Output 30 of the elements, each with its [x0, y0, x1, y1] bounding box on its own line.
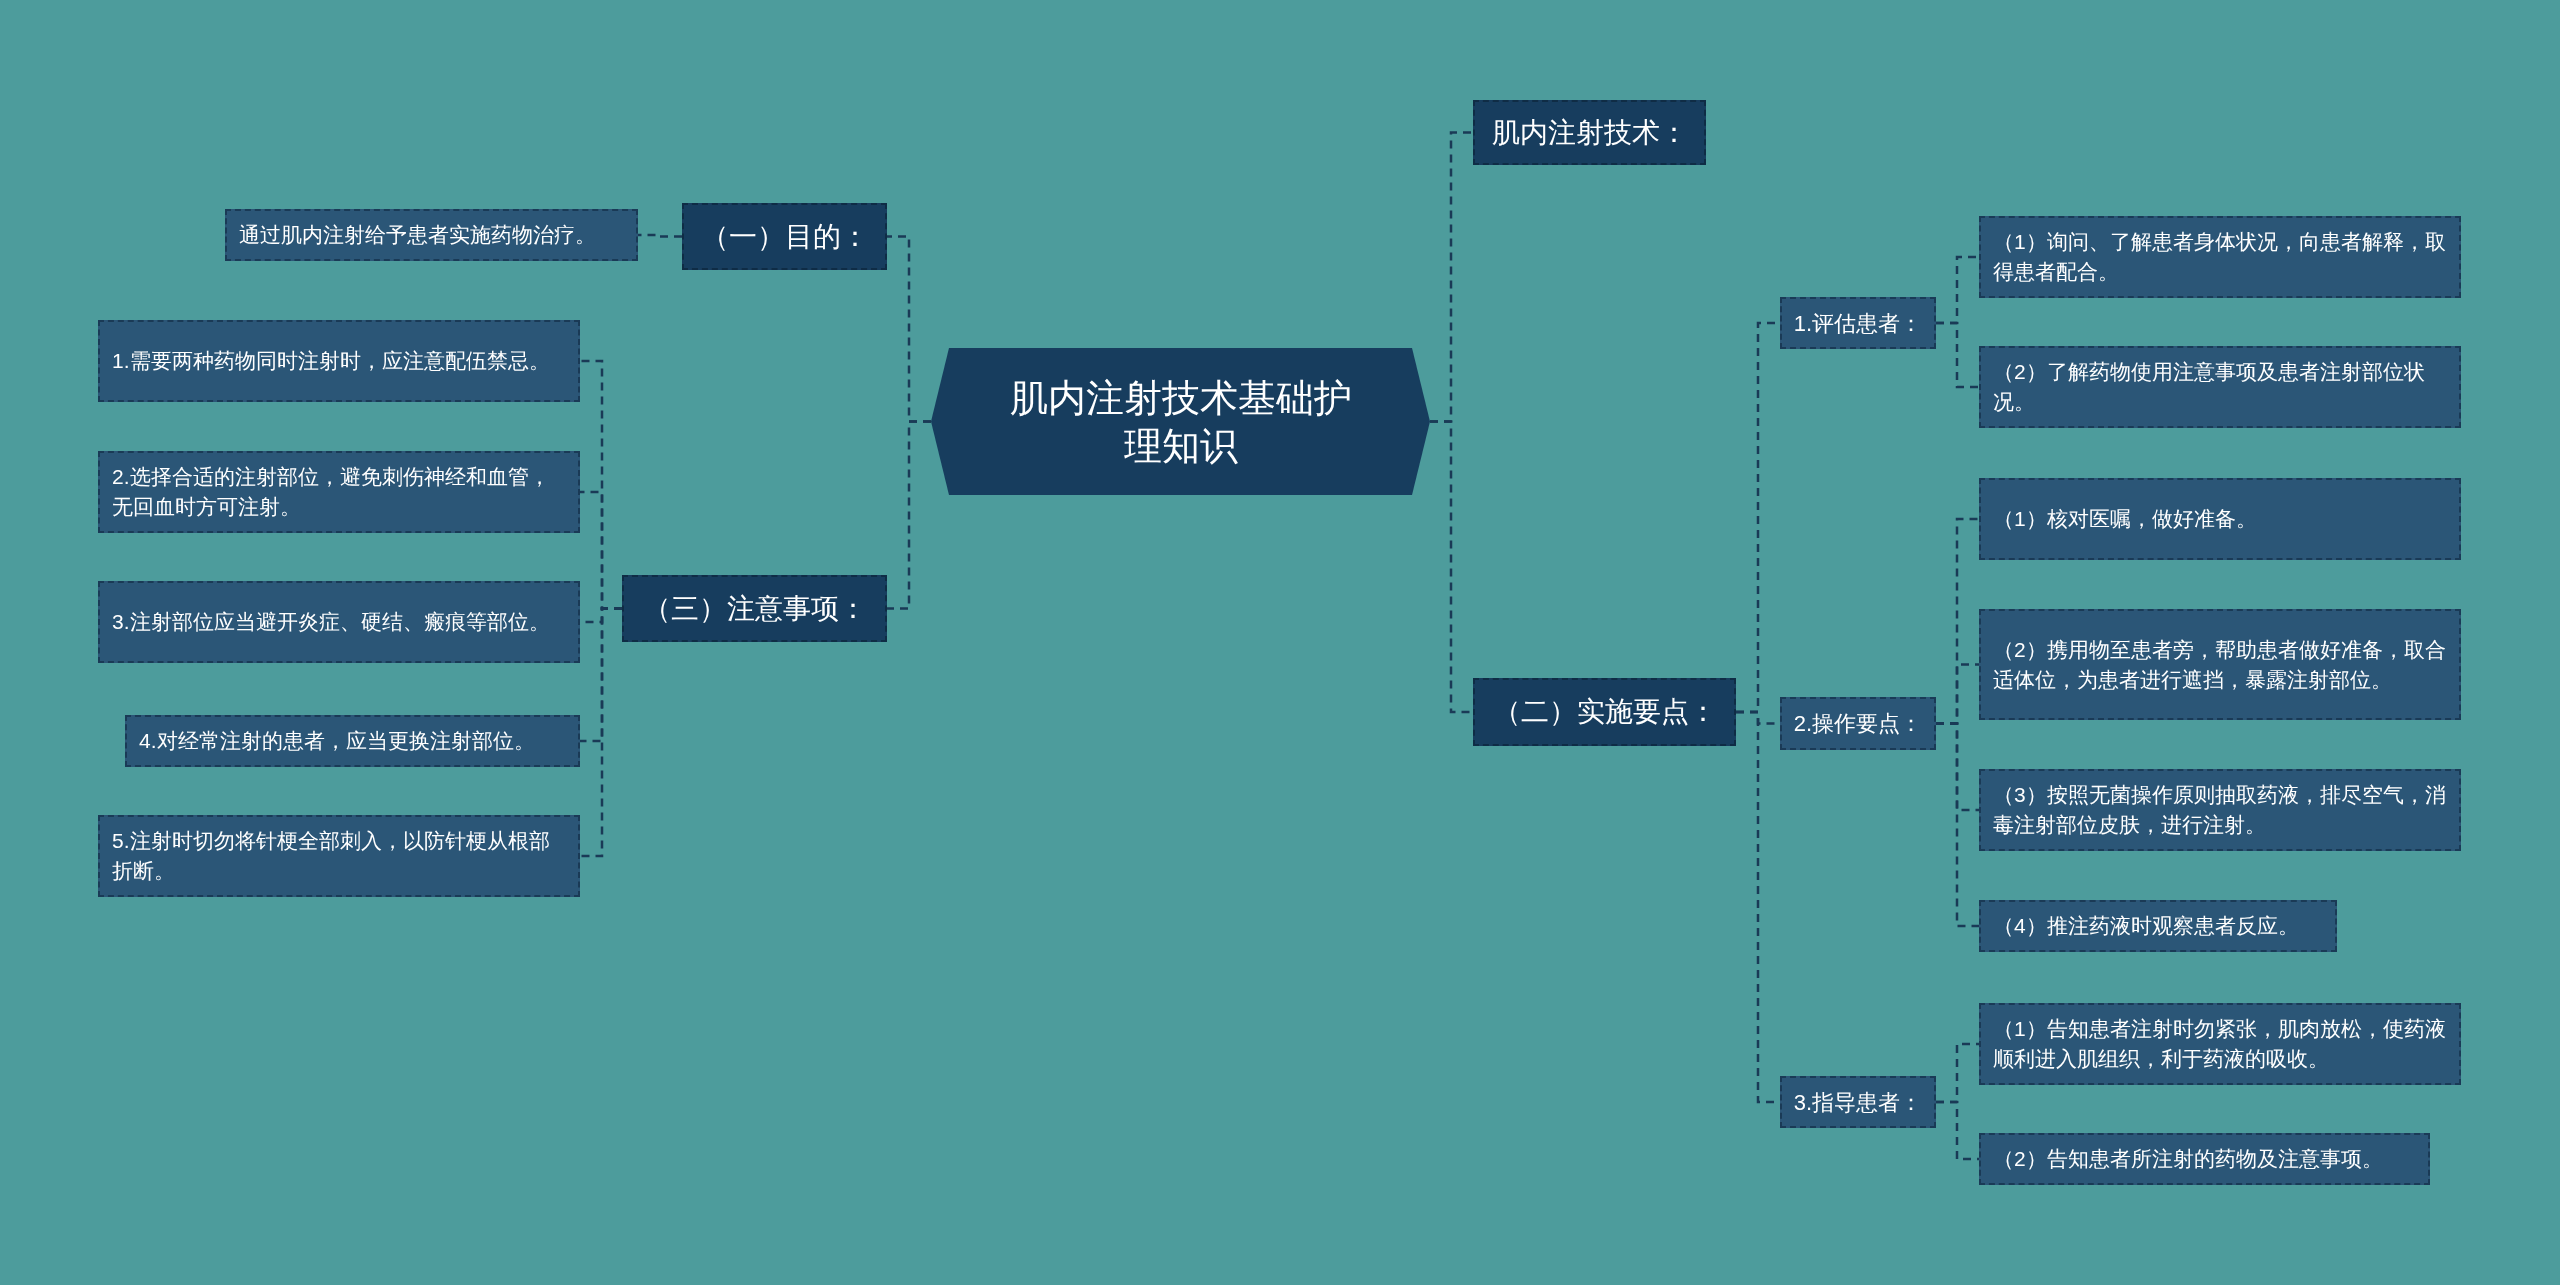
connector-line — [1936, 1100, 1979, 1161]
detail-box: 1.需要两种药物同时注射时，应注意配伍禁忌。 — [98, 320, 580, 402]
detail-box: （2）了解药物使用注意事项及患者注射部位状况。 — [1979, 346, 2461, 428]
connector-line — [1936, 321, 1979, 389]
detail-box: 5.注射时切勿将针梗全部刺入，以防针梗从根部折断。 — [98, 815, 580, 897]
connector-line — [580, 607, 622, 858]
topic-box: （二）实施要点： — [1473, 678, 1736, 746]
topic-box: （一）目的： — [682, 203, 887, 270]
connector-line — [887, 420, 931, 610]
subtopic-box: 2.操作要点： — [1780, 697, 1936, 750]
topic-text: 肌内注射技术基础护理知识 — [1008, 375, 1353, 469]
detail-box: （4）推注药液时观察患者反应。 — [1979, 900, 2337, 952]
detail-box: 3.注射部位应当避开炎症、硬结、瘢痕等部位。 — [98, 581, 580, 663]
detail-box: 通过肌内注射给予患者实施药物治疗。 — [225, 209, 638, 261]
connector-line — [1936, 722, 1979, 928]
topic-box: （三）注意事项： — [622, 575, 887, 642]
subtopic-box: 1.评估患者： — [1780, 297, 1936, 349]
central-topic — [931, 348, 1430, 495]
detail-box: （2）携用物至患者旁，帮助患者做好准备，取合适体位，为患者进行遮挡，暴露注射部位。 — [1979, 609, 2461, 720]
detail-box: （1）询问、了解患者身体状况，向患者解释，取得患者配合。 — [1979, 216, 2461, 298]
detail-box: （2）告知患者所注射的药物及注意事项。 — [1979, 1133, 2430, 1185]
detail-box: （1）核对医嘱，做好准备。 — [1979, 478, 2461, 560]
detail-box: （3）按照无菌操作原则抽取药液，排尽空气，消毒注射部位皮肤，进行注射。 — [1979, 769, 2461, 851]
detail-box: 4.对经常注射的患者，应当更换注射部位。 — [125, 715, 580, 767]
topic-box: 肌内注射技术： — [1473, 100, 1706, 165]
detail-box: 2.选择合适的注射部位，避免刺伤神经和血管，无回血时方可注射。 — [98, 451, 580, 533]
connector-line — [1430, 420, 1473, 714]
connector-line — [638, 233, 682, 238]
detail-box: （1）告知患者注射时勿紧张，肌肉放松，使药液顺利进入肌组织，利于药液的吸收。 — [1979, 1003, 2461, 1085]
subtopic-box: 3.指导患者： — [1780, 1076, 1936, 1128]
